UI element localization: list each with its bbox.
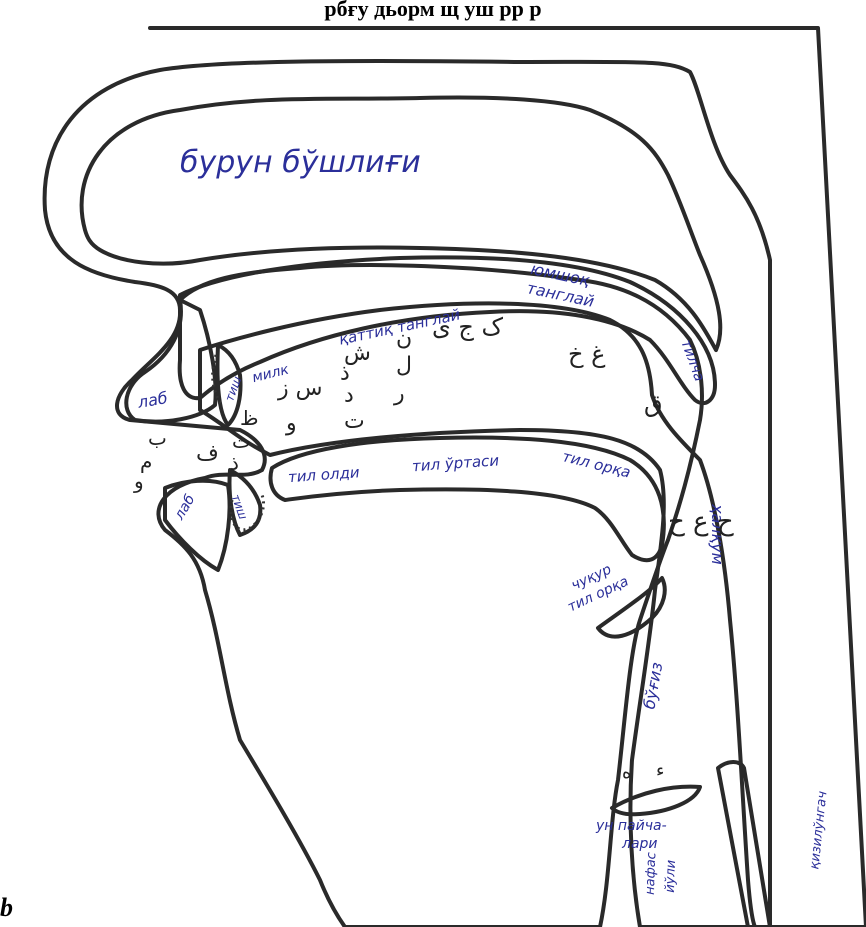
lower-lip [165, 481, 230, 570]
letters-dental-1: س ز [277, 376, 322, 401]
letter-glottal-1: ء [656, 760, 664, 781]
letter-alveolar-4: ر [393, 381, 405, 406]
label-windpipe-2: йўли [663, 860, 679, 893]
letter-labiodental: ف [196, 441, 219, 466]
corner-mark: b [0, 893, 13, 923]
label-tongue-middle: тил ўртаси [411, 451, 499, 475]
letter-glottal-2: ه [622, 762, 631, 783]
letters-pharyngeal: ح ع ح [668, 507, 734, 537]
letter-dental-3: د [344, 383, 354, 408]
label-tongue-front: тил олди [287, 463, 360, 486]
letter-dental-6: و [285, 411, 297, 436]
label-esophagus: қизилўнгач [807, 790, 830, 870]
letter-uvular: ق [644, 390, 663, 418]
letter-interdental: ظ [240, 406, 259, 430]
vocal-cord [612, 787, 700, 815]
letter-labial-1: ب [148, 426, 167, 450]
label-nasal-cavity: бурун бўшлиғи [180, 145, 421, 180]
letter-labio-2: ذ [230, 451, 239, 475]
label-vocal-cords: ун пайча- [595, 818, 667, 834]
label-lower-lip: лаб [171, 492, 199, 524]
label-tongue-back: тил орқа [560, 447, 632, 481]
letters-velar: غ خ [568, 340, 606, 368]
label-vocal-cords-2: лари [621, 836, 658, 852]
letter-labio-1: ث [232, 429, 251, 453]
label-windpipe: нафас [643, 852, 659, 895]
letter-labial-3: و [133, 469, 144, 493]
letters-palatal: ک ج ی [432, 313, 504, 341]
letter-alveolar-2: ن [396, 326, 412, 351]
nasal-cavity [82, 98, 721, 351]
letter-alveolar-3: ل [396, 353, 412, 378]
label-upper-lip: лаб [135, 388, 169, 412]
letter-dental-4: ت [344, 409, 365, 434]
